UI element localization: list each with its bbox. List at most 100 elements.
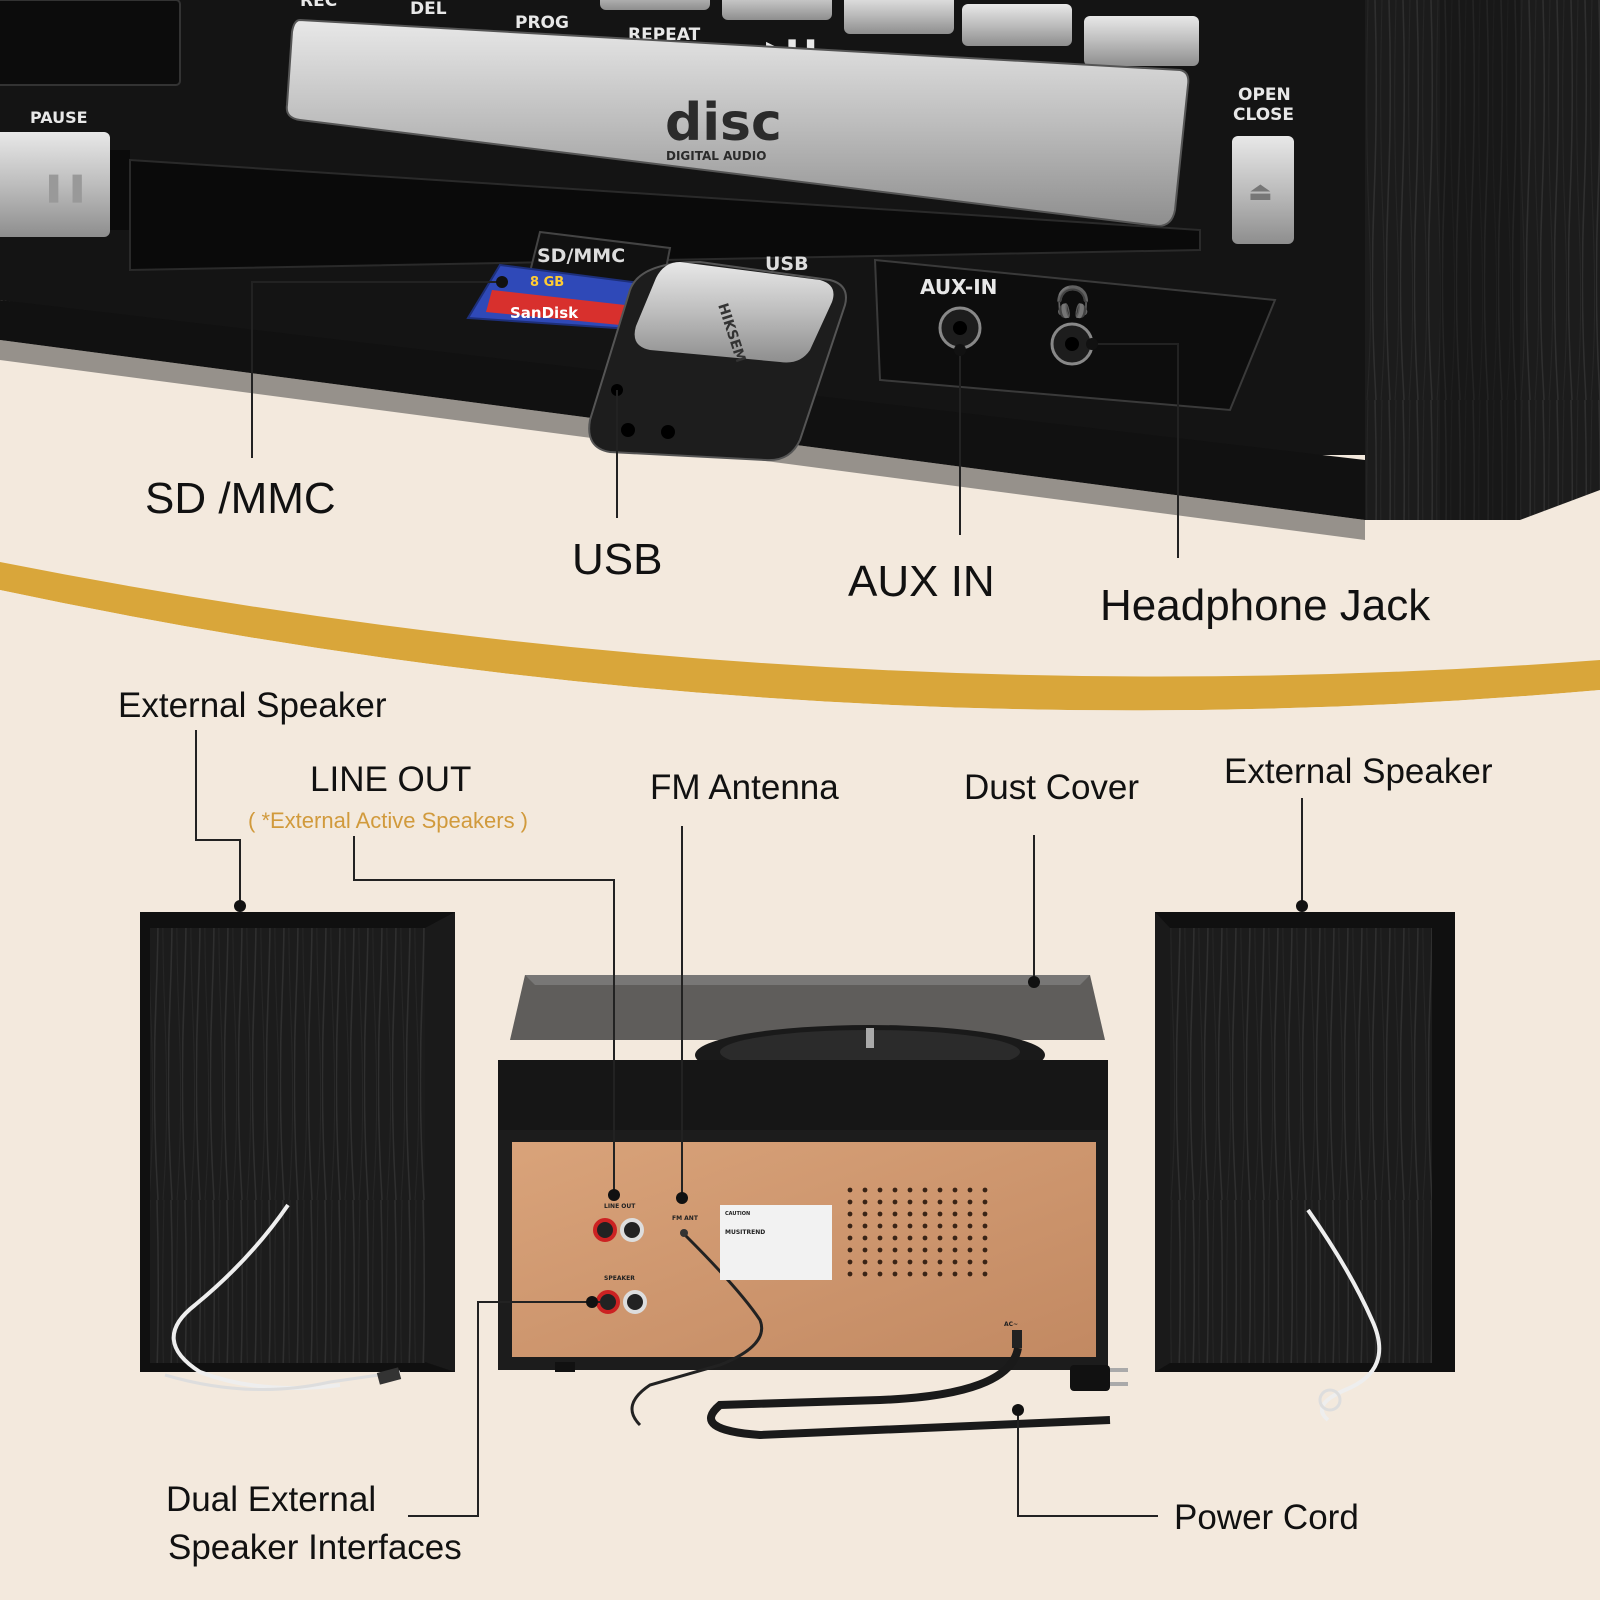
vent-hole <box>862 1199 868 1205</box>
vent-hole <box>982 1199 988 1205</box>
callout-sd-mmc: SD /MMC <box>145 474 336 523</box>
vent-hole <box>877 1223 883 1229</box>
vent-hole <box>937 1187 943 1193</box>
speaker-white-jack <box>623 1290 647 1314</box>
speaker-port-label: SPEAKER <box>604 1275 635 1282</box>
label-del: DEL <box>410 0 447 19</box>
vent-hole <box>847 1199 853 1205</box>
vent-hole <box>907 1187 913 1193</box>
aux-in-port-label: AUX-IN <box>920 275 997 299</box>
vent-hole <box>877 1271 883 1277</box>
vent-hole <box>862 1259 868 1265</box>
vent-hole <box>892 1223 898 1229</box>
turntable-unit: LINE OUT SPEAKER FM ANT CAUTION MUSITREN… <box>498 975 1128 1440</box>
callout-dust-cover: Dust Cover <box>964 768 1140 807</box>
disc-logo: disc <box>665 93 782 153</box>
pause-button <box>0 132 110 237</box>
vent-hole <box>877 1187 883 1193</box>
top-leader-lines <box>251 281 1179 558</box>
label-close: CLOSE <box>1233 105 1294 125</box>
power-plug <box>1070 1365 1110 1391</box>
top-button <box>962 4 1072 46</box>
callout-headphone-jack: Headphone Jack <box>1100 581 1431 630</box>
vent-hole <box>907 1247 913 1253</box>
label-prog: PROG <box>515 13 569 33</box>
vent-hole <box>937 1235 943 1241</box>
vent-hole <box>967 1247 973 1253</box>
vent-hole <box>967 1235 973 1241</box>
callout-usb: USB <box>572 535 663 584</box>
cassette-window <box>0 0 181 86</box>
vent-hole <box>862 1187 868 1193</box>
vent-hole <box>892 1187 898 1193</box>
vent-hole <box>862 1235 868 1241</box>
caution-title: CAUTION <box>725 1211 750 1217</box>
vent-hole <box>892 1199 898 1205</box>
callout-external-speaker-right: External Speaker <box>1224 752 1493 791</box>
top-button <box>1084 16 1199 66</box>
callout-power-cord: Power Cord <box>1174 1498 1359 1537</box>
sd-card-capacity: 8 GB <box>530 275 564 290</box>
vent-holes <box>847 1187 988 1277</box>
vent-hole <box>967 1223 973 1229</box>
ac-port-label: AC~ <box>1004 1321 1018 1328</box>
label-open: OPEN <box>1238 85 1291 105</box>
vent-hole <box>892 1235 898 1241</box>
vent-hole <box>907 1271 913 1277</box>
cd-tray <box>285 18 1190 228</box>
callout-line-out-note: ( *External Active Speakers ) <box>248 808 529 833</box>
vent-hole <box>862 1247 868 1253</box>
vent-hole <box>982 1187 988 1193</box>
vent-hole <box>907 1199 913 1205</box>
vent-hole <box>862 1223 868 1229</box>
vent-hole <box>952 1187 958 1193</box>
sd-slot-label: SD/MMC <box>537 245 625 267</box>
wood-side-panel <box>1365 0 1600 520</box>
vent-hole <box>967 1211 973 1217</box>
callout-fm-antenna: FM Antenna <box>650 768 839 807</box>
vent-hole <box>922 1247 928 1253</box>
top-button <box>600 0 710 10</box>
vent-hole <box>922 1199 928 1205</box>
vent-hole <box>937 1211 943 1217</box>
callout-line-out: LINE OUT <box>310 760 472 799</box>
vent-hole <box>937 1271 943 1277</box>
bottom-leader-lines <box>195 730 1303 1517</box>
usb-dongle: HIKSEM <box>588 260 847 462</box>
open-close-button <box>1232 136 1294 244</box>
dust-cover <box>510 975 1105 1040</box>
vent-hole <box>877 1211 883 1217</box>
vent-hole <box>877 1235 883 1241</box>
vent-hole <box>907 1211 913 1217</box>
callout-external-speaker-left: External Speaker <box>118 686 387 725</box>
vent-hole <box>952 1271 958 1277</box>
vent-hole <box>952 1211 958 1217</box>
vent-hole <box>907 1259 913 1265</box>
caution-sticker <box>720 1205 832 1280</box>
vent-hole <box>937 1247 943 1253</box>
vent-hole <box>967 1187 973 1193</box>
speaker-red-jack <box>596 1290 620 1314</box>
callout-aux-in: AUX IN <box>848 557 995 606</box>
vent-hole <box>907 1223 913 1229</box>
vent-hole <box>847 1235 853 1241</box>
vent-hole <box>847 1259 853 1265</box>
pause-icon: ❚❚ <box>42 170 89 203</box>
fm-ant-port-label: FM ANT <box>672 1215 699 1222</box>
vent-hole <box>982 1235 988 1241</box>
vent-hole <box>877 1199 883 1205</box>
vent-hole <box>937 1223 943 1229</box>
line-out-red-jack <box>593 1218 617 1242</box>
vent-hole <box>967 1199 973 1205</box>
vent-hole <box>937 1259 943 1265</box>
sd-card-brand: SanDisk <box>510 304 579 322</box>
vent-hole <box>922 1223 928 1229</box>
brand-label: MUSITREND <box>725 1229 765 1236</box>
headphone-icon: 🎧 <box>1054 284 1091 320</box>
vent-hole <box>847 1187 853 1193</box>
power-cord-cable <box>707 1347 1111 1440</box>
vent-hole <box>847 1271 853 1277</box>
right-speaker <box>1155 912 1455 1422</box>
